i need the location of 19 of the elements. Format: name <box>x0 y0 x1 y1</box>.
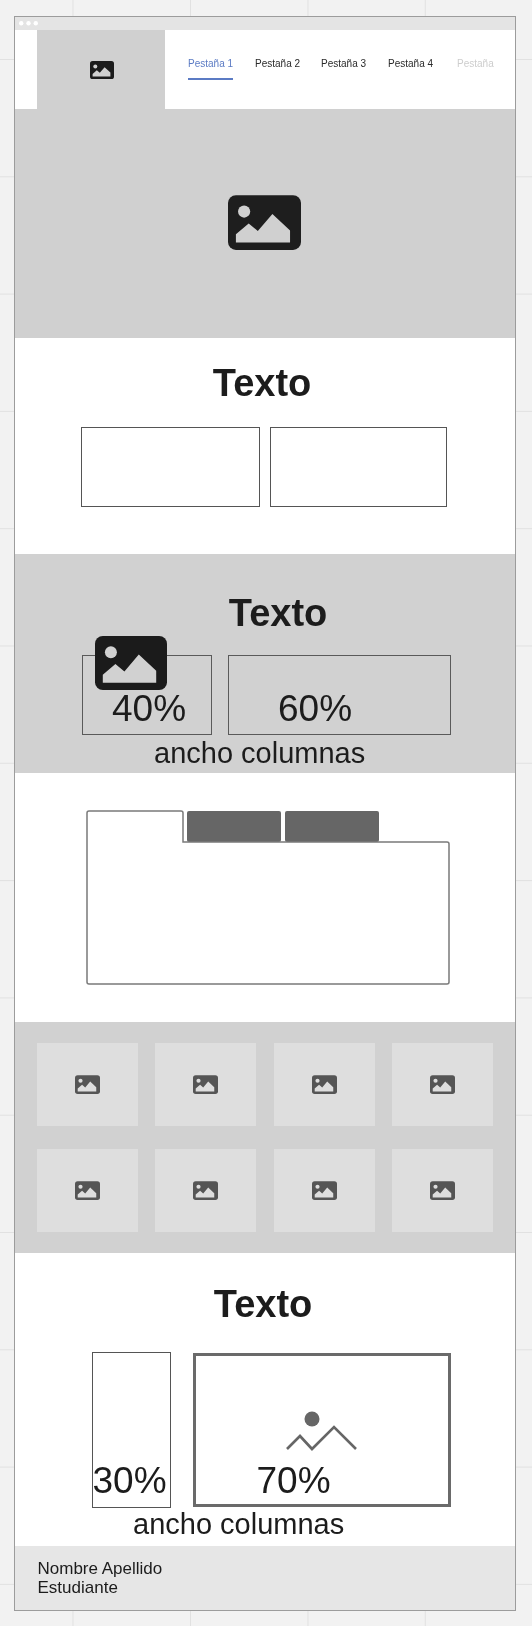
section-heading: Texto <box>213 1285 313 1323</box>
nav-label: Pestaña 4 <box>388 58 434 69</box>
content-box <box>81 427 260 507</box>
section-heading: Texto <box>228 594 328 632</box>
column-box <box>192 1353 451 1507</box>
column-box <box>228 655 451 735</box>
caption-text: ancho columnas <box>154 738 366 768</box>
caption-text: ancho columnas <box>133 1509 345 1539</box>
nav-label: Pestaña 2 <box>255 58 301 69</box>
percentage-text: 70% <box>256 1462 331 1499</box>
footer-text: Nombre Apellido Estudiante <box>37 1559 164 1598</box>
section-heading: Texto <box>212 364 312 402</box>
percentage-text: 40% <box>112 690 187 727</box>
percentage-text: 30% <box>92 1462 167 1499</box>
nav-tab: Pestaña 1 <box>188 58 234 80</box>
nav-label: Pestaña 3 <box>321 58 367 69</box>
content-box <box>269 427 447 507</box>
percentage-text: 60% <box>278 690 353 727</box>
column-box <box>91 1352 171 1508</box>
